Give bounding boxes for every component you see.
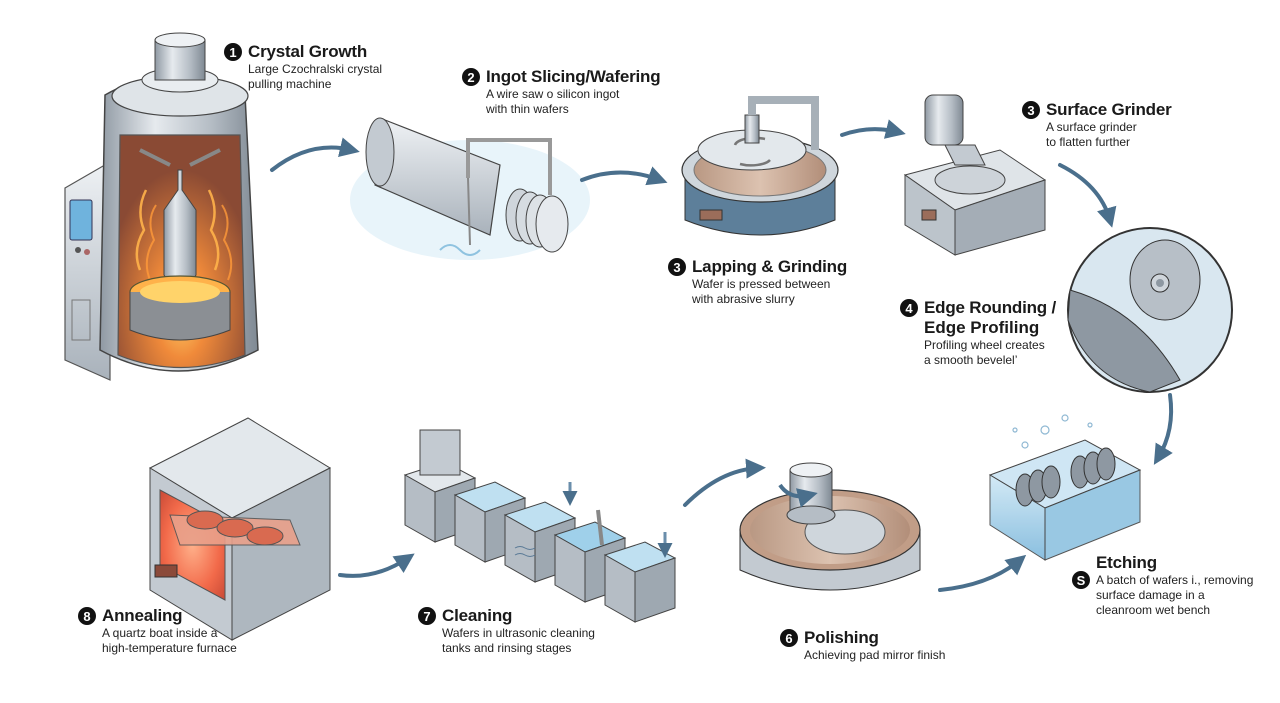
step-desc-line: with thin wafers <box>486 102 569 116</box>
step-badge: 3 <box>1022 101 1040 119</box>
flow-arrows <box>270 119 1174 592</box>
arrow-7-to-8 <box>338 553 415 578</box>
step-title: Ingot Slicing/Wafering <box>486 67 661 86</box>
step-badge: 7 <box>418 607 436 625</box>
arrow-grinder-to-4 <box>1058 163 1117 228</box>
surface-grinder-illustration <box>903 94 1047 256</box>
arrow-1-to-2 <box>270 137 360 172</box>
step-desc-line: tanks and rinsing stages <box>442 641 572 655</box>
step-title: Etching <box>1096 553 1157 572</box>
step-desc-line: A wire saw ο silicon ingot <box>486 87 620 101</box>
step-desc-line: surface damage in a <box>1096 588 1205 602</box>
bubbles <box>1012 414 1093 449</box>
step-title: Edge Rounding / <box>924 298 1057 317</box>
step-desc-line: high-temperature furnace <box>102 641 237 655</box>
step-title: Polishing <box>804 628 879 647</box>
step-label-lapping: 3 Lapping & Grinding Wafer is pressed bet… <box>668 257 847 307</box>
arrow-3-to-grinder <box>840 119 906 139</box>
tank-5 <box>603 541 677 623</box>
arrow-6-to-7 <box>683 458 766 507</box>
step-desc-line: pulling machine <box>248 77 332 91</box>
step-label-ingot-slicing: 2 Ingot Slicing/Wafering A wire saw ο sil… <box>462 67 661 117</box>
step-desc-line: Profiling wheel creates <box>924 338 1045 352</box>
wafer-stack <box>505 188 569 253</box>
step-badge: 8 <box>78 607 96 625</box>
step-title: Lapping & Grinding <box>692 257 848 276</box>
arrow-5-to-6 <box>938 554 1027 592</box>
step-label-edge-profiling: 4 Edge Rounding / Edge Profiling Profilin… <box>900 298 1056 368</box>
step-title-line-2: Edge Profiling <box>924 318 1040 337</box>
step-badge: 1 <box>224 43 242 61</box>
step-title: Surface Grinder <box>1046 100 1172 119</box>
step-desc-line: A surface grinder <box>1046 120 1137 134</box>
arrow-2-to-3 <box>580 166 668 186</box>
step-desc-line: Large Czochralski crystal <box>248 62 383 76</box>
lapping-machine-illustration <box>681 96 839 236</box>
step-label-polishing: 6 Polishing Achieving pad mirror finish <box>780 628 945 663</box>
cleaning-tanks-illustration <box>403 429 677 623</box>
step-desc-line: with abrasive slurry <box>692 292 795 306</box>
step-badge: 3 <box>668 258 686 276</box>
control-screen-icon <box>69 199 93 241</box>
step-desc-line: Wafer is pressed between <box>692 277 831 291</box>
step-label-annealing: 8 Annealing A quartz boat inside a high-t… <box>78 606 237 656</box>
step-desc-line: Wafers in ultrasonic cleaning <box>442 626 595 640</box>
step-desc-line: Achieving pad mirror finish <box>804 648 946 662</box>
step-desc-line: cleanroom wet bench <box>1096 603 1211 617</box>
arrow-4-to-5 <box>1153 393 1174 465</box>
polishing-machine-illustration <box>739 462 921 591</box>
step-title: Annealing <box>102 606 183 625</box>
step-title: Cleaning <box>442 606 513 625</box>
step-badge: 2 <box>462 68 480 86</box>
step-label-crystal-growth: 1 Crystal Growth Large Czochralski crysta… <box>224 42 382 92</box>
step-label-surface-grinder: 3 Surface Grinder A surface grinder to fl… <box>1022 100 1172 150</box>
step-title: Crystal Growth <box>248 42 368 61</box>
step-badge: S <box>1072 571 1090 589</box>
step-desc-line: a smooth bevelel’ <box>924 353 1018 367</box>
step-desc-line: A quartz boat inside a <box>102 626 218 640</box>
step-badge: 4 <box>900 299 918 317</box>
ultrasonic-wave-icon <box>514 546 536 557</box>
step-badge: 6 <box>780 629 798 647</box>
annealing-furnace-illustration <box>148 417 332 641</box>
step-desc-line: to flatten further <box>1046 135 1131 149</box>
step-desc-line: A batch of wafers i., removing <box>1096 573 1254 587</box>
edge-profiling-illustration <box>1067 227 1233 393</box>
crystal-puller-illustration <box>64 32 259 381</box>
etching-tank-illustration <box>988 414 1142 561</box>
ingot-slicing-illustration <box>350 117 590 260</box>
